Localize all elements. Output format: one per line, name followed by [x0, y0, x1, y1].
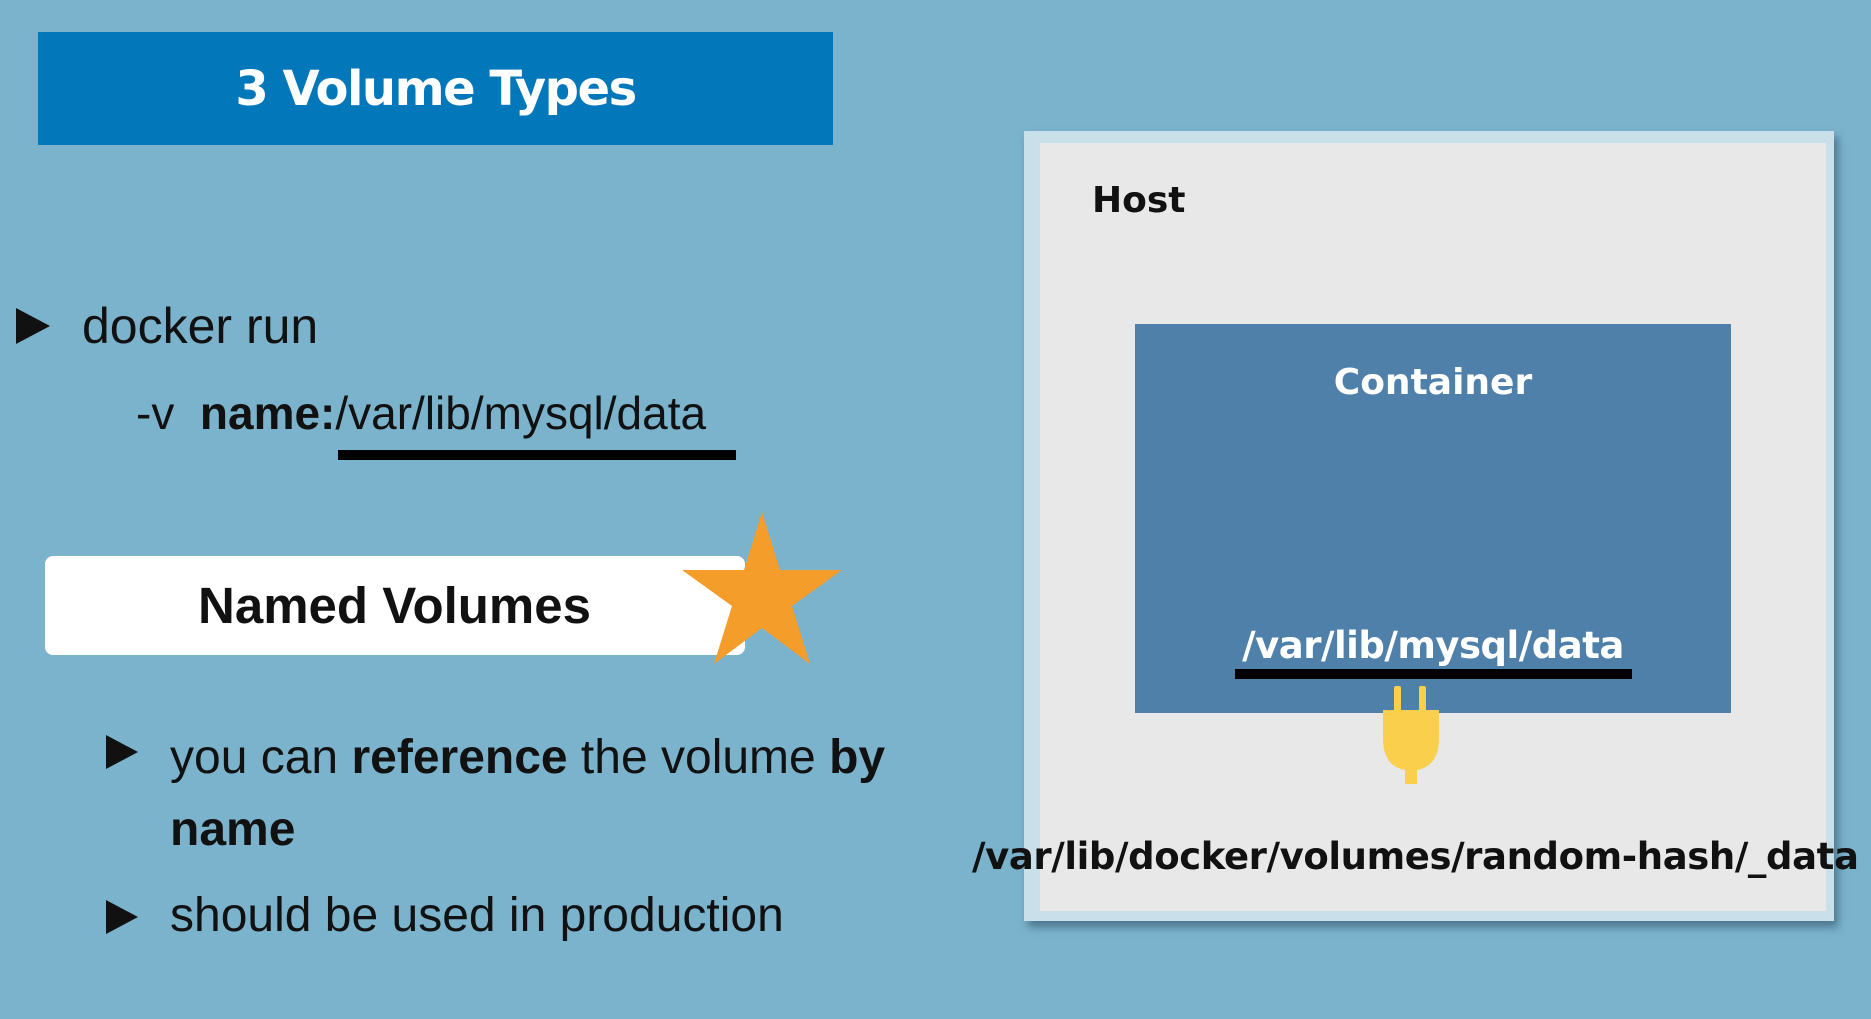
- flag-text: -v: [136, 387, 175, 439]
- container-box: [1135, 324, 1731, 713]
- container-path-underline: [1235, 669, 1632, 679]
- bullet-arrow-icon: [16, 308, 50, 344]
- star-icon: [682, 512, 842, 664]
- bullet-reference-by-name: you can reference the volume by name: [170, 722, 970, 866]
- command-path-underline: [338, 450, 736, 460]
- b1-bold-reference: reference: [351, 731, 568, 784]
- bullet-arrow-icon: [106, 900, 138, 934]
- named-volumes-box: Named Volumes: [45, 556, 745, 655]
- container-label: Container: [1333, 362, 1533, 403]
- host-volume-path: /var/lib/docker/volumes/random-hash/_dat…: [972, 835, 1859, 878]
- volume-name-part: name:: [199, 387, 336, 439]
- container-path: /var/lib/mysql/data: [1242, 624, 1624, 667]
- host-label: Host: [1092, 180, 1186, 221]
- bullet-production: should be used in production: [170, 889, 784, 942]
- b1-text-1: you can: [170, 731, 352, 784]
- b1-bold-by-name: by name: [170, 731, 886, 856]
- volume-path-part: /var/lib/mysql/data: [335, 387, 707, 439]
- volume-flag-line: -v name:/var/lib/mysql/data: [136, 386, 706, 440]
- named-volumes-label: Named Volumes: [198, 577, 592, 634]
- docker-run-command: docker run: [82, 298, 319, 354]
- bullet-arrow-icon: [106, 735, 138, 769]
- plug-icon: [1383, 686, 1439, 784]
- b1-text-2: the volume: [567, 731, 830, 784]
- slide-title: 3 Volume Types: [38, 32, 833, 145]
